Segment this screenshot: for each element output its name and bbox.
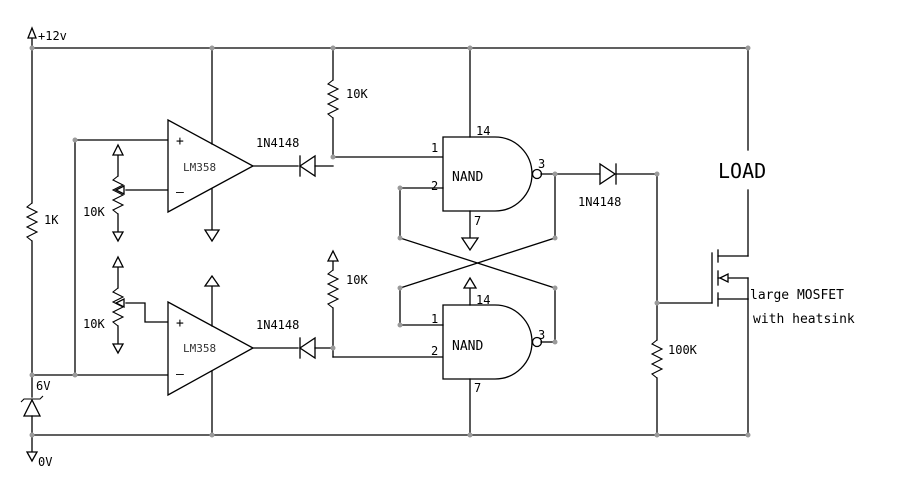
nand-bottom-pin-vcc: 14	[476, 293, 490, 307]
pot-top: 10K	[83, 143, 169, 243]
divider-resistor-label: 1K	[44, 213, 59, 227]
nand-top-pin-in2: 2	[431, 179, 438, 193]
opamp-top-minus: –	[176, 185, 184, 200]
pot-bottom: 10K	[83, 255, 169, 355]
zener-diode: 6V	[20, 374, 50, 436]
pot-top-label: 10K	[83, 205, 105, 219]
nand-top-label: NAND	[452, 170, 483, 185]
nand-top-pin-in1: 1	[431, 141, 438, 155]
diode-output: 1N4148	[578, 162, 658, 209]
pullup-top: 10K	[326, 47, 444, 158]
diode-bottom-label: 1N4148	[256, 318, 299, 332]
nand-gate-bottom: NAND 1 2 3 14 7	[399, 276, 556, 436]
mosfet-label-line1: large MOSFET	[750, 288, 844, 303]
ground-label: 0V	[38, 455, 52, 469]
diode-top-label: 1N4148	[256, 136, 299, 150]
divider-resistor: 1K	[25, 47, 59, 376]
ground-rail: 0V	[25, 434, 749, 469]
nand-top-pin-gnd: 7	[474, 214, 481, 228]
nand-top-pin-out: 3	[538, 157, 545, 171]
nand-bottom-pin-in2: 2	[431, 344, 438, 358]
zener-label: 6V	[36, 379, 50, 393]
load-label: LOAD	[718, 159, 766, 183]
nand-bottom-pin-in1: 1	[431, 312, 438, 326]
supply-rail: +12v	[27, 26, 749, 49]
opamp-top-plus: +	[176, 134, 184, 149]
load: LOAD	[718, 47, 766, 257]
mosfet-label-line2: with heatsink	[753, 312, 855, 327]
diode-top: 1N4148	[252, 136, 334, 178]
mosfet: large MOSFET with heatsink	[656, 249, 855, 436]
nand-bottom-pin-gnd: 7	[474, 381, 481, 395]
latch-cross-coupling	[399, 173, 556, 343]
supply-label: +12v	[38, 29, 67, 43]
opamp-top-label: LM358	[183, 161, 216, 174]
opamp-bottom: + – LM358	[167, 274, 255, 436]
pullup-bottom: 10K	[326, 249, 444, 358]
nand-gate-top: NAND 1 2 3 14 7	[399, 47, 601, 252]
opamp-bottom-minus: –	[176, 367, 184, 382]
diode-output-label: 1N4148	[578, 195, 621, 209]
opamp-top: + – LM358	[167, 47, 255, 243]
pullup-top-label: 10K	[346, 87, 368, 101]
diode-bottom: 1N4148	[252, 318, 334, 360]
gate-pulldown: 100K	[650, 173, 698, 436]
pulldown-label: 100K	[668, 343, 698, 357]
junction-dots	[29, 45, 751, 438]
nand-bottom-pin-out: 3	[538, 328, 545, 342]
pot-bottom-label: 10K	[83, 317, 105, 331]
nand-bottom-label: NAND	[452, 339, 483, 354]
nand-top-pin-vcc: 14	[476, 124, 490, 138]
opamp-bottom-plus: +	[176, 316, 184, 331]
opamp-bottom-label: LM358	[183, 342, 216, 355]
pullup-bottom-label: 10K	[346, 273, 368, 287]
